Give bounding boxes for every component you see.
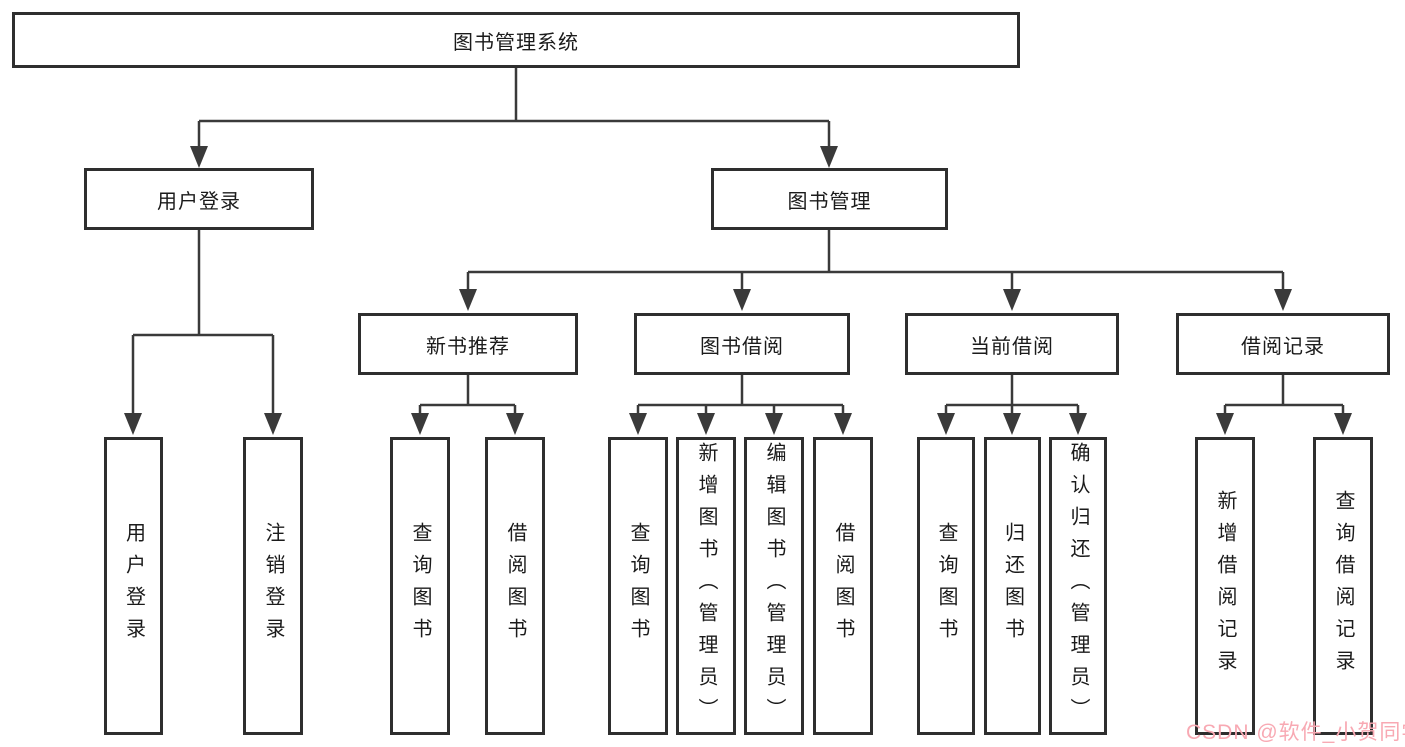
node-leaf-borrow-borrow: 借阅图书 — [813, 437, 873, 735]
node-leaf-current-confirm: 确认归还（管理员） — [1049, 437, 1107, 735]
arrowhead — [411, 413, 429, 435]
node-label: 查询图书 — [935, 522, 957, 650]
node-leaf-current-query: 查询图书 — [917, 437, 975, 735]
node-label: 新增借阅记录 — [1214, 490, 1236, 682]
arrowhead — [1274, 289, 1292, 311]
node-leaf-borrow-edit: 编辑图书（管理员） — [744, 437, 804, 735]
node-cat-borrow-records: 借阅记录 — [1176, 313, 1390, 375]
node-label: 图书管理 — [787, 190, 872, 213]
arrowhead — [1334, 413, 1352, 435]
arrowhead — [765, 413, 783, 435]
node-label: 查询图书 — [627, 522, 649, 650]
node-label: 借阅图书 — [504, 522, 526, 650]
node-leaf-borrow-query: 查询图书 — [608, 437, 668, 735]
arrowhead — [1003, 413, 1021, 435]
node-label: 编辑图书（管理员） — [763, 442, 785, 730]
node-leaf-newbook-borrow: 借阅图书 — [485, 437, 545, 735]
node-label: 借阅图书 — [832, 522, 854, 650]
node-leaf-newbook-query: 查询图书 — [390, 437, 450, 735]
arrowhead — [506, 413, 524, 435]
arrowhead — [629, 413, 647, 435]
node-label: 新增图书（管理员） — [695, 442, 717, 730]
node-branch-user-login: 用户登录 — [84, 168, 314, 230]
arrowhead — [733, 289, 751, 311]
arrowhead — [459, 289, 477, 311]
node-label: 用户登录 — [157, 190, 241, 213]
node-label: 当前借阅 — [970, 335, 1054, 358]
arrowhead — [697, 413, 715, 435]
arrowhead — [1216, 413, 1234, 435]
node-cat-new-book: 新书推荐 — [358, 313, 578, 375]
node-label: 注销登录 — [262, 522, 284, 650]
arrowhead — [264, 413, 282, 435]
node-label: 用户登录 — [122, 522, 145, 650]
node-leaf-records-add: 新增借阅记录 — [1195, 437, 1255, 735]
node-label: 新书推荐 — [426, 335, 510, 358]
node-leaf-logout: 注销登录 — [243, 437, 303, 735]
node-label: 查询图书 — [409, 522, 431, 650]
node-cat-current-borrow: 当前借阅 — [905, 313, 1119, 375]
node-leaf-records-query: 查询借阅记录 — [1313, 437, 1373, 735]
arrowhead — [834, 413, 852, 435]
arrowhead — [190, 146, 208, 168]
arrowhead — [937, 413, 955, 435]
node-branch-book-mgmt: 图书管理 — [711, 168, 948, 230]
node-cat-book-borrow: 图书借阅 — [634, 313, 850, 375]
node-leaf-borrow-add: 新增图书（管理员） — [676, 437, 736, 735]
csdn-watermark: CSDN @软件_小贺同学 — [1186, 721, 1405, 744]
node-root: 图书管理系统 — [12, 12, 1020, 68]
node-label: 图书借阅 — [700, 335, 784, 358]
node-label: 归还图书 — [1001, 522, 1024, 650]
node-root-label: 图书管理系统 — [453, 31, 579, 54]
node-label: 查询借阅记录 — [1332, 490, 1354, 682]
arrowhead — [124, 413, 142, 435]
arrowhead — [1003, 289, 1021, 311]
node-leaf-current-return: 归还图书 — [984, 437, 1041, 735]
node-label: 确认归还（管理员） — [1067, 442, 1089, 730]
node-label: 借阅记录 — [1241, 335, 1325, 358]
arrowhead — [1069, 413, 1087, 435]
arrowhead — [820, 146, 838, 168]
connector-path — [131, 68, 1345, 415]
node-leaf-user-login: 用户登录 — [104, 437, 163, 735]
